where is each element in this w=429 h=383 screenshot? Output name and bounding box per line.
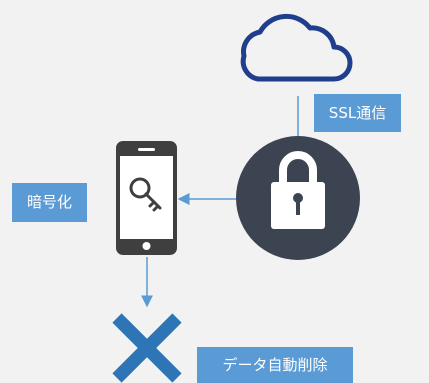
cloud-icon — [240, 13, 353, 82]
ssl-label: SSL通信 — [314, 94, 401, 132]
delete-label: データ自動削除 — [197, 347, 353, 383]
encrypt-label: 暗号化 — [12, 183, 87, 222]
smartphone-icon — [116, 141, 177, 255]
lock-icon — [236, 136, 360, 260]
x-mark-icon — [112, 313, 182, 383]
key-icon — [129, 177, 162, 212]
